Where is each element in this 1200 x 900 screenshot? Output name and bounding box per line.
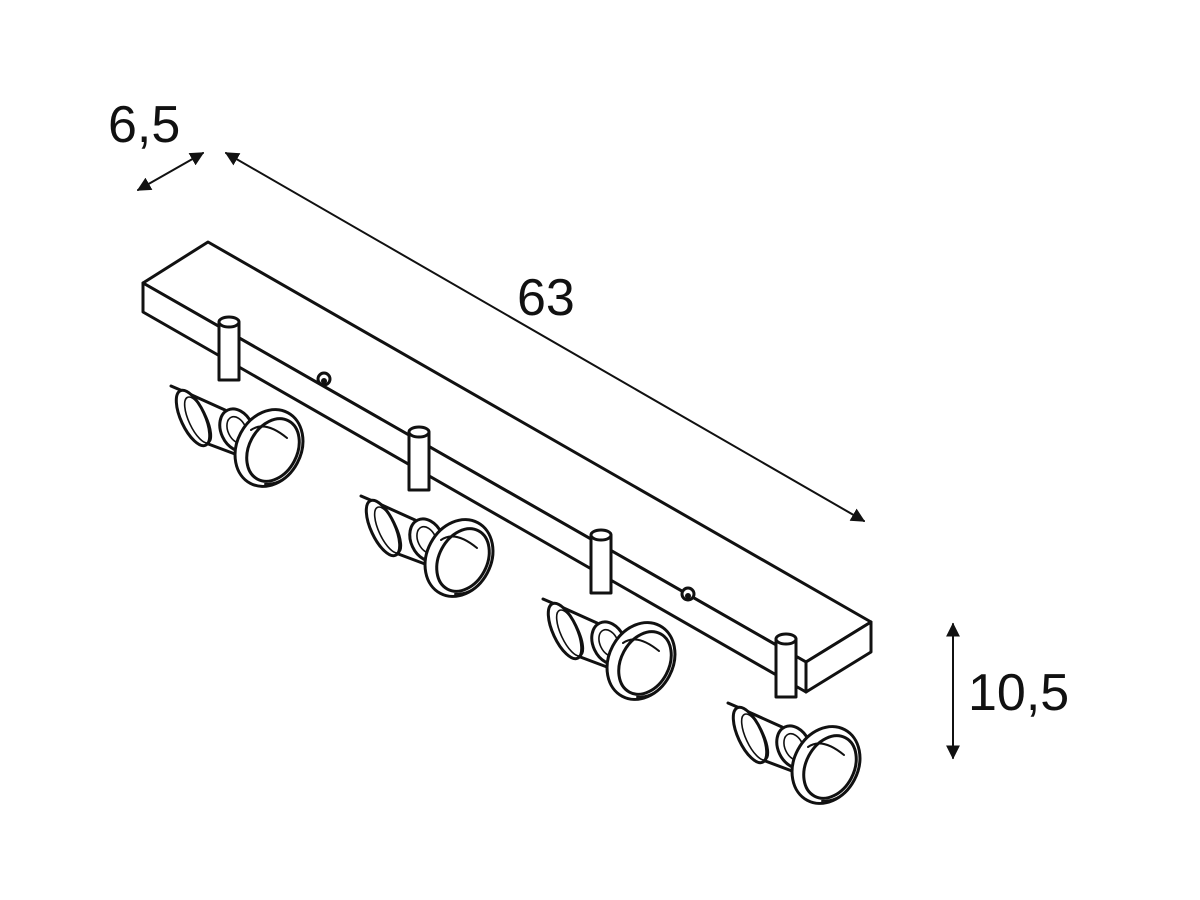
screw-icon bbox=[680, 586, 696, 602]
dimension-depth: 6,5 bbox=[108, 96, 205, 191]
dimension-length: 63 bbox=[224, 152, 866, 522]
dimension-length-label: 63 bbox=[517, 269, 575, 327]
dimension-height: 10,5 bbox=[946, 622, 1069, 760]
dimension-depth-label: 6,5 bbox=[108, 96, 180, 154]
screw-icon bbox=[316, 371, 332, 387]
dimension-height-label: 10,5 bbox=[968, 664, 1069, 722]
